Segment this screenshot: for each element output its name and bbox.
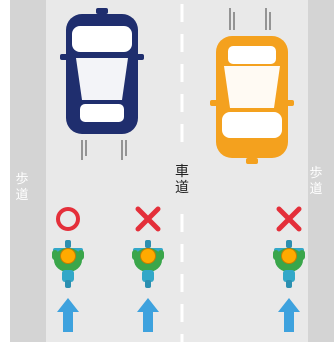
sidewalk-right-label: 歩道 <box>308 166 324 198</box>
border-left <box>0 0 10 342</box>
sidewalk-left-text: 歩道 <box>14 172 30 204</box>
roadway-label: 車道 <box>174 164 190 196</box>
sidewalk-right-text: 歩道 <box>308 166 324 198</box>
sidewalk-left <box>10 0 46 342</box>
roadway-text: 車道 <box>174 164 190 196</box>
sidewalk-left-label: 歩道 <box>14 172 30 204</box>
